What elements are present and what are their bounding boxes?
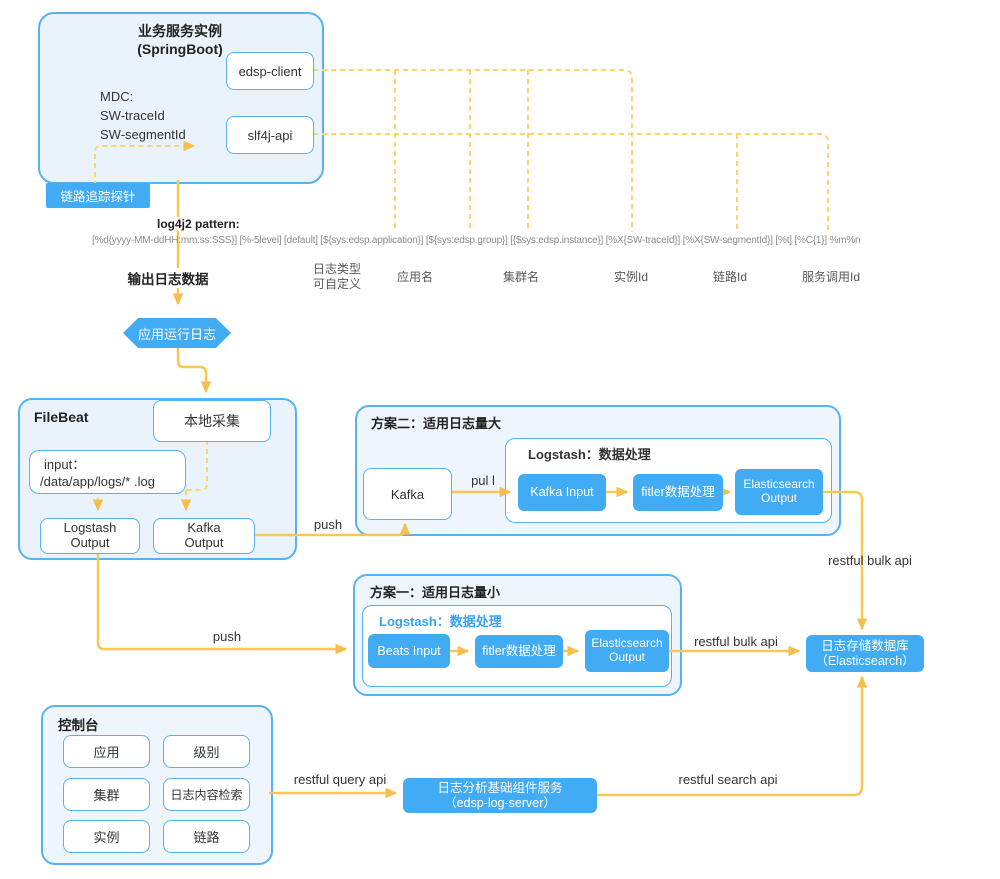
slf4j-api-box: slf4j-api	[226, 116, 314, 154]
console-item-instance-label: 实例	[93, 830, 120, 845]
plan2-filter-label: fitler数据处理	[641, 485, 715, 500]
plan1-filter-label: fitler数据处理	[482, 644, 556, 659]
plan2-kafka-label: Kafka	[390, 486, 425, 502]
plan1-beats-input-label: Beats Input	[377, 643, 441, 658]
service-call-id-label: 服务调用Id	[801, 270, 860, 284]
output-log-label: 输出日志数据	[118, 268, 218, 288]
trace-probe-label: 链路追踪探针	[60, 190, 136, 204]
query-api-edge-label: restful query api	[293, 772, 387, 787]
plan2-kafka-input-box: Kafka Input	[518, 474, 606, 511]
log-storage-line1: 日志存储数据库	[821, 639, 909, 654]
plan1-es-line1: Elasticsearch	[591, 636, 663, 651]
console-item-instance: 实例	[63, 820, 150, 853]
plan2-logstash-title: Logstash：数据处理	[528, 447, 651, 462]
springboot-title-line1: 业务服务实例	[138, 23, 222, 39]
plan1-es-line2: Output	[608, 650, 646, 664]
console-title: 控制台	[58, 718, 99, 733]
springboot-title: 业务服务实例 (SpringBoot)	[95, 22, 265, 58]
log-type-line1: 日志类型	[312, 262, 361, 276]
plan2-kafka-box: Kafka	[363, 468, 452, 520]
mdc-line2: SW-traceId	[100, 107, 165, 123]
log-storage-box: 日志存储数据库（Elasticsearch）	[806, 635, 924, 672]
kafka-output-line2: Output	[184, 535, 224, 550]
plan1-filter-box: fitler数据处理	[475, 635, 563, 668]
wire-edspclient-dashed	[313, 69, 633, 232]
filebeat-title: FileBeat	[34, 409, 89, 425]
bulk-api-top-edge-label: restful bulk api	[828, 553, 912, 568]
wire-hexagon-to-collect	[176, 348, 212, 394]
mdc-text: MDC: SW-traceId SW-segmentId	[100, 88, 186, 145]
pull-edge-label: pul l	[471, 473, 495, 488]
wire-slf4j-dashed	[313, 133, 829, 232]
console-item-level: 级别	[163, 735, 250, 768]
slf4j-api-label: slf4j-api	[247, 127, 293, 143]
search-api-edge-label: restful search api	[678, 772, 778, 787]
log-server-box: 日志分析基础组件服务（edsp-log-server）	[403, 778, 597, 813]
log-storage-line2: （Elasticsearch）	[815, 653, 915, 668]
plan2-filter-box: fitler数据处理	[633, 474, 723, 511]
console-item-app: 应用	[63, 735, 150, 768]
app-running-log-label: 应用运行日志	[137, 326, 216, 342]
logstash-output-line2: Output	[70, 535, 110, 550]
filebeat-input-box: input： /data/app/logs/* .log	[29, 450, 186, 494]
console-item-trace-label: 链路	[193, 830, 220, 845]
log4j2-pattern-title: log4j2 pattern:	[155, 217, 242, 231]
log-type-label: 日志类型 可自定义	[303, 262, 371, 292]
cluster-name-label: 集群名	[502, 270, 539, 284]
springboot-title-line2: (SpringBoot)	[137, 41, 223, 58]
push-top-edge-label: push	[313, 517, 343, 532]
local-collect-box: 本地采集	[153, 400, 271, 442]
logstash-output-line1: Logstash	[63, 520, 117, 536]
log4j2-pattern-text: [%d{yyyy-MM-ddHH:mm:ss:SSS}] [%-5level] …	[92, 235, 861, 246]
bulk-api-mid-edge-label: restful bulk api	[694, 634, 778, 649]
console-item-cluster: 集群	[63, 778, 150, 811]
plan1-logstash-title: Logstash：数据处理	[379, 614, 502, 629]
console-item-app-label: 应用	[93, 745, 120, 760]
input-line2: /data/app/logs/* .log	[40, 473, 155, 489]
kafka-output-line1: Kafka	[187, 520, 221, 536]
log-server-line1: 日志分析基础组件服务	[437, 781, 563, 796]
plan1-beats-input-box: Beats Input	[368, 634, 450, 668]
trace-probe-badge: 链路追踪探针	[46, 183, 150, 208]
log-server-line2: （edsp-log-server）	[444, 795, 556, 810]
plan2-es-line2: Output	[760, 491, 798, 505]
app-running-log-hexagon: 应用运行日志	[123, 318, 231, 348]
local-collect-label: 本地采集	[184, 413, 240, 429]
edsp-client-box: edsp-client	[226, 52, 314, 90]
console-item-trace: 链路	[163, 820, 250, 853]
console-item-content-search: 日志内容检索	[163, 778, 250, 811]
instance-id-label: 实例Id	[613, 270, 648, 284]
plan2-kafka-input-label: Kafka Input	[530, 485, 594, 500]
plan1-title: 方案一：适用日志量小	[370, 585, 501, 600]
app-name-label: 应用名	[396, 270, 433, 284]
console-item-level-label: 级别	[193, 745, 220, 760]
console-item-content-search-label: 日志内容检索	[170, 788, 243, 802]
mdc-line1: MDC:	[100, 89, 134, 104]
plan2-es-line1: Elasticsearch	[743, 477, 815, 492]
plan2-title: 方案二：适用日志量大	[371, 416, 502, 431]
trace-id-label: 链路Id	[712, 270, 747, 284]
log-type-line2: 可自定义	[312, 277, 361, 291]
mdc-line3: SW-segmentId	[100, 126, 186, 142]
push-bottom-edge-label: push	[212, 629, 242, 644]
input-line1: input：	[44, 457, 86, 472]
console-item-cluster-label: 集群	[93, 788, 120, 803]
edsp-client-label: edsp-client	[238, 63, 302, 79]
